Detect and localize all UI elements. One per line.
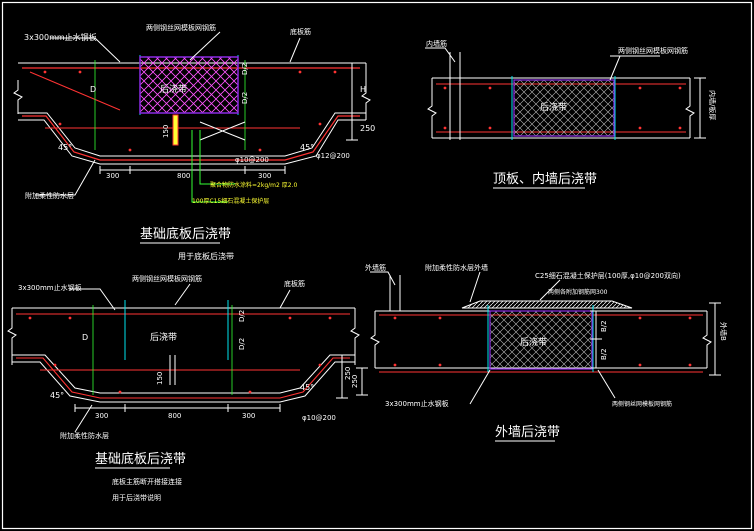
d3-dim-250: 250	[344, 367, 352, 380]
d1-label-layer2: 100厚C15细石混凝土保护层	[192, 197, 269, 205]
d1-dim-h: H	[360, 85, 366, 94]
d3-dim-d: D	[82, 333, 88, 342]
d4-label-rebar: 外墙筋	[365, 263, 386, 272]
d3-dim-800: 800	[168, 412, 181, 420]
d4-label-c25: C25细石混凝土保护层(100厚,φ10@200双向)	[535, 271, 681, 280]
d1-dim-300a: 300	[106, 172, 119, 180]
d1-title: 基础底板后浇带	[140, 226, 231, 242]
d4-label-mesh: 两侧钢丝网模板网钢筋	[612, 400, 672, 408]
d3-label-mesh: 两侧钢丝网模板网钢筋	[132, 274, 202, 283]
d1-dim-d2a: D/2	[241, 63, 249, 75]
d4-mesh-area	[489, 310, 593, 370]
d3-band-label: 后浇带	[150, 331, 177, 343]
drawing-1-foundation-slab: H 250 D D/2 D/2 150 300 800 300 45° 45° …	[13, 23, 375, 244]
d4-label-steel-plate: 3x300mm止水钢板	[385, 399, 449, 408]
d1-water-stop-plate	[172, 114, 179, 146]
d1-label-steel-plate: 3x300mm止水钢板	[24, 32, 97, 42]
drawing-3-foundation-slab: 后浇带 D D/2 D/2 150 250 300 800 300 45° 45…	[7, 251, 360, 502]
drawing-2-roof-interior-wall: 后浇带 内墙筋 两侧钢丝网模板网钢筋 内墙/板厚 顶板、内墙后浇带	[425, 39, 717, 189]
d4-band-label: 后浇带	[520, 336, 547, 348]
drawing-4-exterior-wall: 后浇带 B/2 B/2 250 外墙B 外墙筋 附加柔性防水层外墙 C25细石混…	[351, 263, 728, 442]
d1-dim-d2b: D/2	[241, 92, 249, 104]
d1-angle-right: 45°	[300, 143, 314, 152]
d3-dim-300b: 300	[242, 412, 255, 420]
d3-label-waterproof: 附加柔性防水层	[60, 431, 109, 440]
d1-dim-800: 800	[177, 172, 190, 180]
d1-break-left	[13, 80, 23, 114]
d3-angle-left: 45°	[50, 391, 64, 400]
d4-label-joint: 两侧各附加钢筋网300	[548, 288, 608, 296]
d1-label-waterproof: 附加柔性防水层	[25, 191, 74, 200]
d1-mesh-area	[139, 56, 239, 114]
d3-dim-300a: 300	[95, 412, 108, 420]
d3-rebar-spec: φ10@200	[302, 414, 336, 422]
d3-label-steel-plate: 3x300mm止水钢板	[18, 283, 82, 292]
d4-dim-d2a: B/2	[600, 320, 608, 332]
d1-dim-150: 150	[162, 125, 170, 138]
d4-dim-right: 外墙B	[719, 322, 728, 341]
d1-break-right	[361, 63, 371, 120]
d1-label-rebar: 底板筋	[290, 27, 311, 36]
d4-dim-250: 250	[351, 375, 359, 388]
d1-angle-left: 45°	[58, 143, 72, 152]
d1-label-mesh: 两侧钢丝网模板网钢筋	[146, 23, 216, 32]
d1-bottom-rebar	[22, 115, 360, 161]
d4-title: 外墙后浇带	[495, 425, 560, 440]
d4-label-waterproof: 附加柔性防水层外墙	[425, 263, 488, 272]
d2-mesh-area	[513, 79, 615, 137]
d3-label-rebar: 底板筋	[284, 279, 305, 288]
d3-note1: 底板主筋断开搭接连接	[112, 477, 182, 486]
d1-rebar-spec2: φ12@200	[316, 152, 350, 160]
d3-subtitle: 用于底板后浇带	[178, 251, 234, 261]
d4-dim-d2b: B/2	[600, 348, 608, 360]
d3-note2: 用于后浇带说明	[112, 493, 161, 502]
d2-dim-right: 内墙/板厚	[708, 90, 717, 120]
d4-protective-layer	[461, 300, 633, 309]
d1-band-label: 后浇带	[160, 83, 187, 95]
d3-dim-150: 150	[156, 372, 164, 385]
d1-dim-300b: 300	[258, 172, 271, 180]
d3-angle-right: 45°	[300, 383, 314, 392]
d3-dim-d2b: D/2	[238, 338, 246, 350]
d1-rebar-spec: φ10@200	[235, 156, 269, 164]
d3-dim-d2a: D/2	[238, 310, 246, 322]
d2-label-mesh: 两侧钢丝网模板网钢筋	[618, 46, 688, 55]
d2-title: 顶板、内墙后浇带	[493, 171, 597, 187]
d1-label-layer1: 聚合物防水涂料=2kg/m2 厚2.0	[210, 181, 297, 189]
d1-dim-d: D	[90, 85, 96, 94]
d1-dim-250: 250	[360, 124, 375, 133]
d2-label-wall: 内墙筋	[426, 39, 447, 48]
d2-band-label: 后浇带	[540, 101, 567, 113]
d3-title: 基础底板后浇带	[95, 451, 186, 467]
